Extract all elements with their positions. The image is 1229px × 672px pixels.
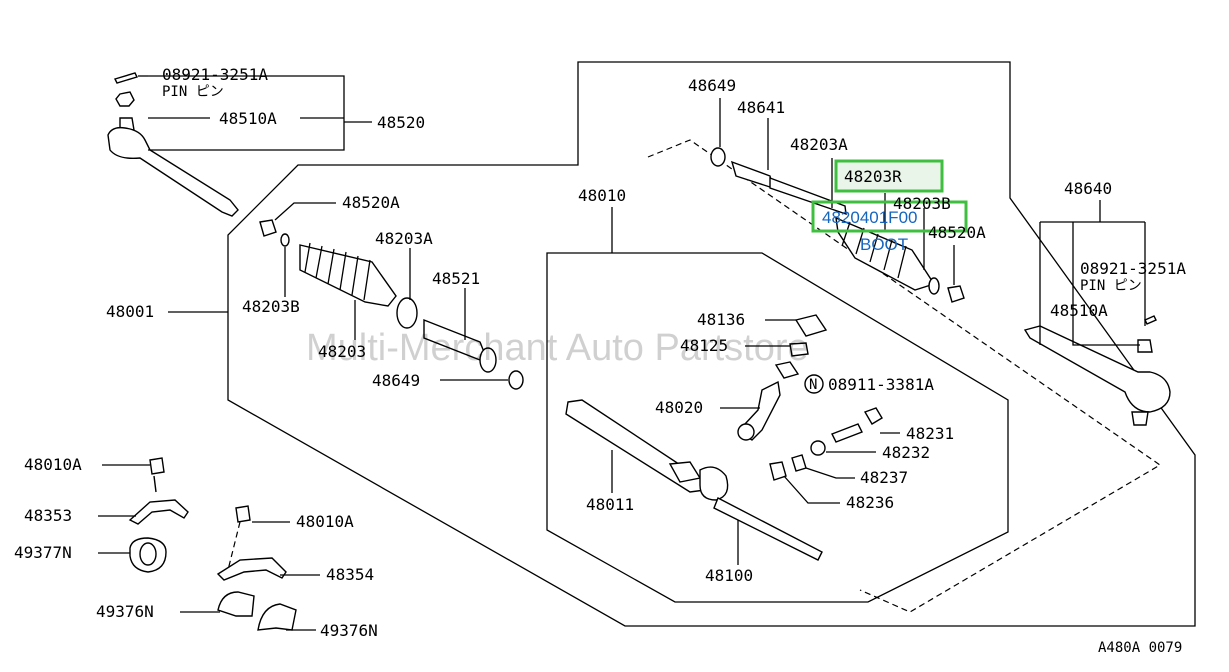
mounting-brackets [128,457,297,631]
highlight-4820401f00 [811,200,968,233]
label-48231: 48231 [906,424,954,443]
label-08911: 08911-3381A [828,375,934,394]
inner-tie-rod-right [710,147,965,303]
leader-48640-bracket [1039,200,1146,346]
label-48020: 48020 [655,398,703,417]
label-48010: 48010 [578,186,626,205]
label-48236: 48236 [846,493,894,512]
label-48510a-top: 48510A [219,109,277,128]
leader-48237 [805,467,855,479]
diagram-code: A480A 0079 [1098,640,1182,656]
label-48203a-top: 48203A [790,135,848,154]
label-48136: 48136 [697,310,745,329]
label-48354: 48354 [326,565,374,584]
gear-housing [565,314,883,561]
tie-rod-end-right [1023,315,1171,426]
gear-assembly-outline [546,252,1009,603]
label-48203b-left: 48203B [242,297,300,316]
part-link-4820401f00[interactable]: 4820401F00 [822,208,917,227]
label-08921-right: 08921-3251A [1080,259,1186,278]
label-48510a-right: 48510A [1050,301,1108,320]
label-48520: 48520 [377,113,425,132]
boot-left [259,219,524,390]
label-48641: 48641 [737,98,785,117]
label-08921-top: 08921-3251A [162,65,268,84]
label-49376n-1: 49376N [96,602,154,621]
label-48520a-right: 48520A [928,223,986,242]
label-48203: 48203 [318,342,366,361]
label-48125: 48125 [680,336,728,355]
label-48649-top: 48649 [688,76,736,95]
label-pin-top: PIN ピン [162,84,224,100]
label-48232: 48232 [882,443,930,462]
tie-rod-end-left [107,72,239,217]
label-48640: 48640 [1064,179,1112,198]
boot-group-dashed-outline [647,139,1162,613]
assembly-outline [227,61,1196,627]
label-48010a-1: 48010A [24,455,82,474]
leader-48236 [783,475,840,504]
label-48521: 48521 [432,269,480,288]
label-48001: 48001 [106,302,154,321]
label-49376n-2: 49376N [320,621,378,640]
label-48203b-top: 48203B [893,194,951,213]
label-48237: 48237 [860,468,908,487]
label-boot: BOOT [860,235,908,254]
label-pin-right: PIN ピン [1080,278,1142,294]
label-48353: 48353 [24,506,72,525]
label-48203a-mid: 48203A [375,229,433,248]
label-48203r: 48203R [844,167,902,186]
label-n-mark: N [809,377,817,393]
highlight-48203r [834,159,944,193]
label-48100: 48100 [705,566,753,585]
label-49377n: 49377N [14,543,72,562]
watermark: Multi-Merchant Auto Partstore [306,327,809,369]
label-48520a-left: 48520A [342,193,400,212]
label-48649-left: 48649 [372,371,420,390]
label-48010a-2: 48010A [296,512,354,531]
label-48011: 48011 [586,495,634,514]
leader-48520-bracket [148,75,372,151]
n-mark-circle [804,374,824,394]
leader-48520a-left [274,202,336,221]
